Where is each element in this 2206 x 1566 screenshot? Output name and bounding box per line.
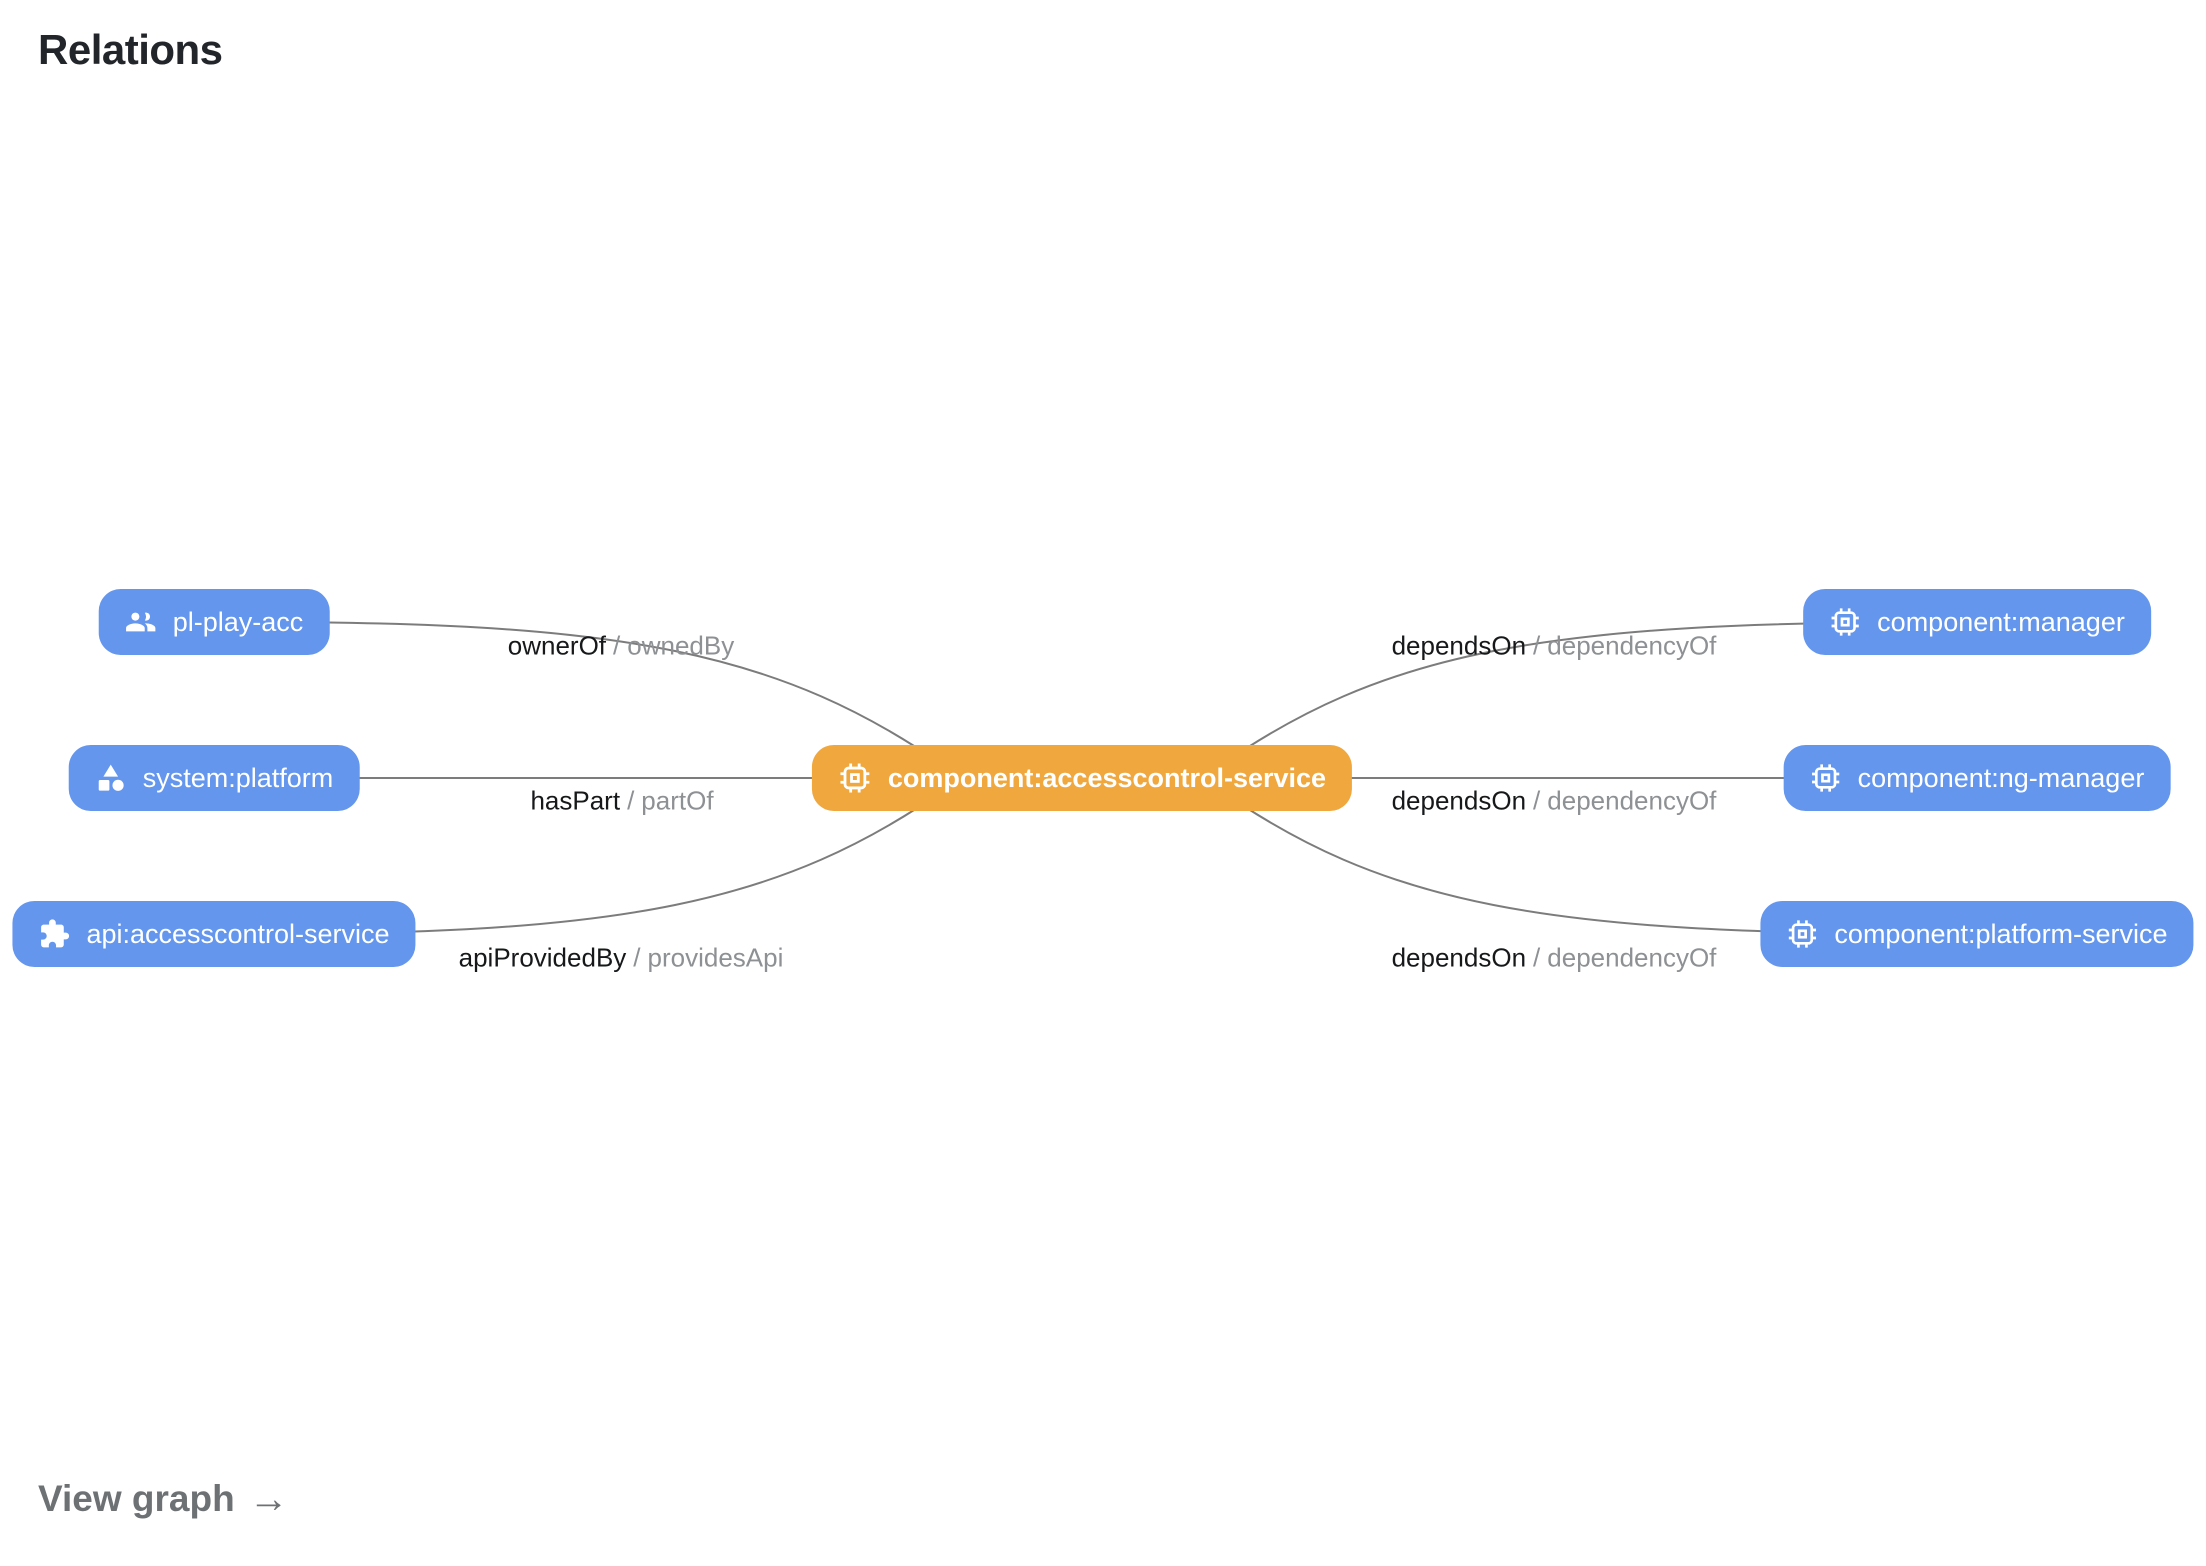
entity-node-api-accesscontrol-service[interactable]: api:accesscontrol-service <box>12 901 416 967</box>
edge-label-forward: dependsOn <box>1391 942 1527 973</box>
edge-label-reverse: providesApi <box>647 942 784 973</box>
entity-node-component-accesscontrol-service[interactable]: component:accesscontrol-service <box>811 745 1353 811</box>
edge-label-haspart: hasPart/partOf <box>530 786 713 817</box>
edge-label-separator: / <box>1533 942 1541 973</box>
edge-label-ownerof: ownerOf/ownedBy <box>508 631 734 662</box>
edge-label-forward: dependsOn <box>1391 630 1527 661</box>
entity-node-component-platform-service[interactable]: component:platform-service <box>1760 901 2194 967</box>
edge-label-separator: / <box>613 630 621 661</box>
entity-node-label: component:manager <box>1877 606 2125 637</box>
edge-label-forward: dependsOn <box>1391 785 1527 816</box>
entity-node-label: pl-play-acc <box>172 606 304 637</box>
arrow-right-icon: → <box>248 1477 289 1521</box>
chip-icon <box>1810 762 1842 794</box>
entity-node-label: component:platform-service <box>1834 918 2168 949</box>
edge-label-separator: / <box>627 785 635 816</box>
entity-node-label: component:accesscontrol-service <box>887 762 1327 793</box>
edge-label-forward: hasPart <box>530 785 621 816</box>
entity-node-pl-play-acc[interactable]: pl-play-acc <box>98 589 330 655</box>
entity-node-label: system:platform <box>142 762 334 793</box>
chip-icon <box>1829 606 1861 638</box>
chip-icon <box>838 761 872 795</box>
group-icon <box>125 606 157 638</box>
entity-node-component-ng-manager[interactable]: component:ng-manager <box>1783 745 2171 811</box>
edge-label-separator: / <box>633 942 641 973</box>
entity-node-component-manager[interactable]: component:manager <box>1803 589 2151 655</box>
puzzle-icon <box>38 918 70 950</box>
edge-label-reverse: ownedBy <box>627 630 735 661</box>
entity-node-label: component:ng-manager <box>1857 762 2145 793</box>
edge-path-ownerof <box>249 621 951 771</box>
edge-label-separator: / <box>1533 785 1541 816</box>
chip-icon <box>1786 918 1818 950</box>
edge-label-apiprovidedby: apiProvidedBy/providesApi <box>459 943 784 974</box>
edge-label-separator: / <box>1533 630 1541 661</box>
edge-label-dependson-2: dependsOn/dependencyOf <box>1392 786 1717 817</box>
edge-label-reverse: dependencyOf <box>1547 942 1717 973</box>
entity-node-system-platform[interactable]: system:platform <box>68 745 360 811</box>
edge-label-dependson-1: dependsOn/dependencyOf <box>1392 631 1717 662</box>
edge-path-dependson-1 <box>1213 621 1951 771</box>
edge-label-dependson-3: dependsOn/dependencyOf <box>1392 943 1717 974</box>
entity-node-label: api:accesscontrol-service <box>86 918 390 949</box>
edge-label-forward: apiProvidedBy <box>458 942 627 973</box>
view-graph-label: View graph <box>38 1478 235 1519</box>
page-title: Relations <box>38 26 223 73</box>
shapes-icon <box>95 762 127 794</box>
view-graph-link[interactable]: View graph → <box>38 1478 289 1520</box>
edge-label-reverse: partOf <box>641 785 714 816</box>
edge-label-reverse: dependencyOf <box>1547 630 1717 661</box>
edge-label-forward: ownerOf <box>507 630 607 661</box>
edge-label-reverse: dependencyOf <box>1547 785 1717 816</box>
